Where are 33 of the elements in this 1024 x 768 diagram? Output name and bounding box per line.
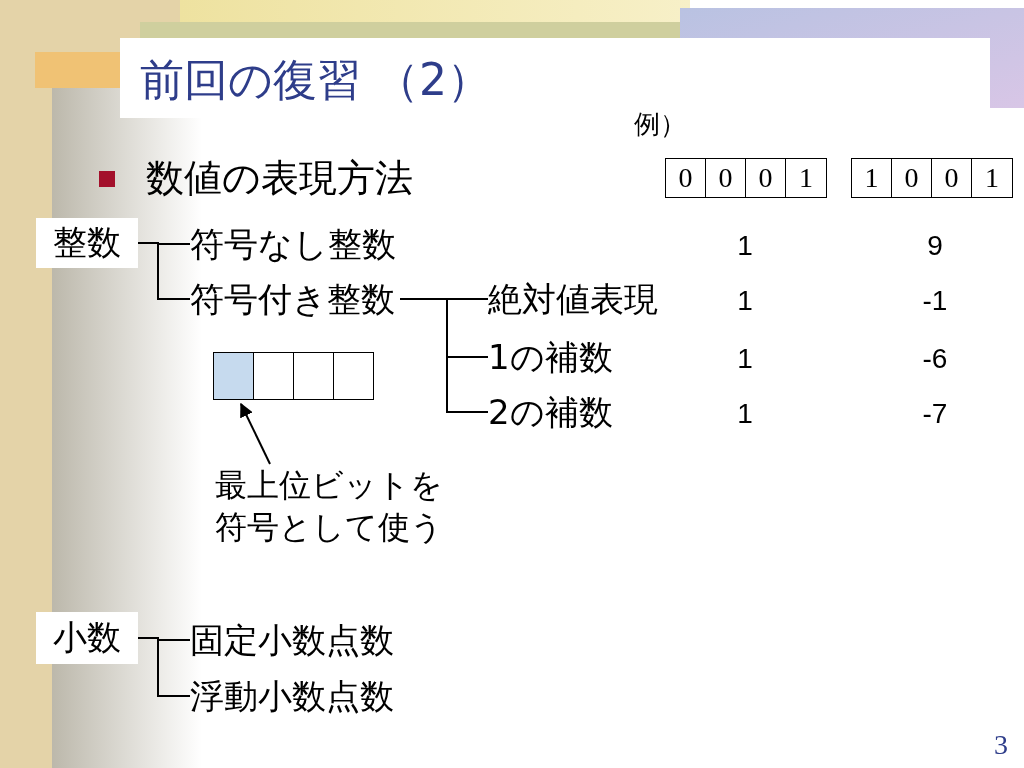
value-text: 1 xyxy=(736,229,754,263)
connector-line xyxy=(399,298,489,413)
value-text: -1 xyxy=(921,284,949,318)
page-number: 3 xyxy=(994,728,1008,762)
bullet-text: 数値の表現方法 xyxy=(146,156,413,200)
category-text: 符号なし整数 xyxy=(190,224,400,264)
value-text: -7 xyxy=(921,397,949,431)
digit-cell: 0 xyxy=(891,158,932,198)
category-text: 固定小数点数 xyxy=(190,620,400,660)
annotation-text: 最上位ビットを符号として使う xyxy=(215,464,451,550)
category-text: 1の補数 xyxy=(488,337,628,377)
category-box: 小数 xyxy=(36,612,138,664)
example-label: 例） xyxy=(634,108,686,140)
value-text: 1 xyxy=(736,284,754,318)
category-text: 符号付き整数 xyxy=(190,279,400,319)
leader-arrow xyxy=(240,402,271,465)
sign-bit-cell xyxy=(213,352,254,400)
digit-cell: 0 xyxy=(931,158,972,198)
slide-title: 前回の復習 （2） xyxy=(140,53,491,107)
digit-cell: 0 xyxy=(745,158,786,198)
digit-cell: 1 xyxy=(851,158,892,198)
digit-cell: 0 xyxy=(705,158,746,198)
category-box: 整数 xyxy=(36,218,138,268)
value-text: 1 xyxy=(736,397,754,431)
category-text: 浮動小数点数 xyxy=(190,676,400,716)
value-text: -6 xyxy=(921,342,949,376)
value-text: 1 xyxy=(736,342,754,376)
category-text: 2の補数 xyxy=(488,392,628,432)
digit-cell: 0 xyxy=(665,158,706,198)
value-text: 9 xyxy=(926,229,944,263)
category-text: 絶対値表現 xyxy=(488,279,664,319)
digit-cell: 1 xyxy=(971,158,1013,198)
digit-cell: 1 xyxy=(785,158,827,198)
